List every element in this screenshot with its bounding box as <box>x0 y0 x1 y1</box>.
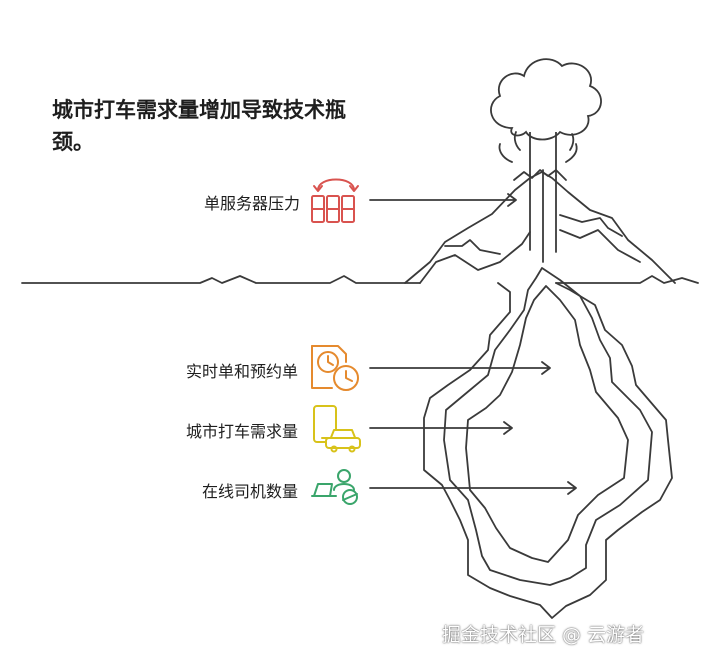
arrow-1 <box>369 193 517 207</box>
mountain-ridge <box>419 214 641 284</box>
label-realtime-orders: 实时单和预约单 <box>185 362 298 381</box>
eruption-cloud <box>490 58 602 141</box>
arrow-4 <box>369 481 577 495</box>
label-ride-demand: 城市打车需求量 <box>185 422 298 441</box>
clock-document-icon <box>311 345 359 391</box>
driver-laptop-icon <box>311 469 358 505</box>
phone-car-icon <box>313 405 361 453</box>
watermark: 掘金技术社区 @ 云游者 <box>442 624 645 646</box>
iceberg-inner <box>465 285 629 563</box>
splash-left <box>498 131 521 163</box>
arrow-3 <box>369 421 513 435</box>
server-load-icon <box>311 178 359 223</box>
cloud-stem <box>529 132 557 176</box>
iceberg-outer <box>423 282 673 619</box>
splash-right <box>565 133 578 163</box>
diagram-title: 城市打车需求量增加导致技术瓶颈。 <box>52 98 346 154</box>
label-server-load: 单服务器压力 <box>203 194 300 213</box>
iceberg-middle <box>443 267 653 586</box>
label-online-drivers: 在线司机数量 <box>201 482 298 501</box>
mountain-outline <box>404 171 676 284</box>
ground-line <box>21 275 699 284</box>
crater <box>513 169 567 181</box>
arrow-2 <box>369 361 551 375</box>
